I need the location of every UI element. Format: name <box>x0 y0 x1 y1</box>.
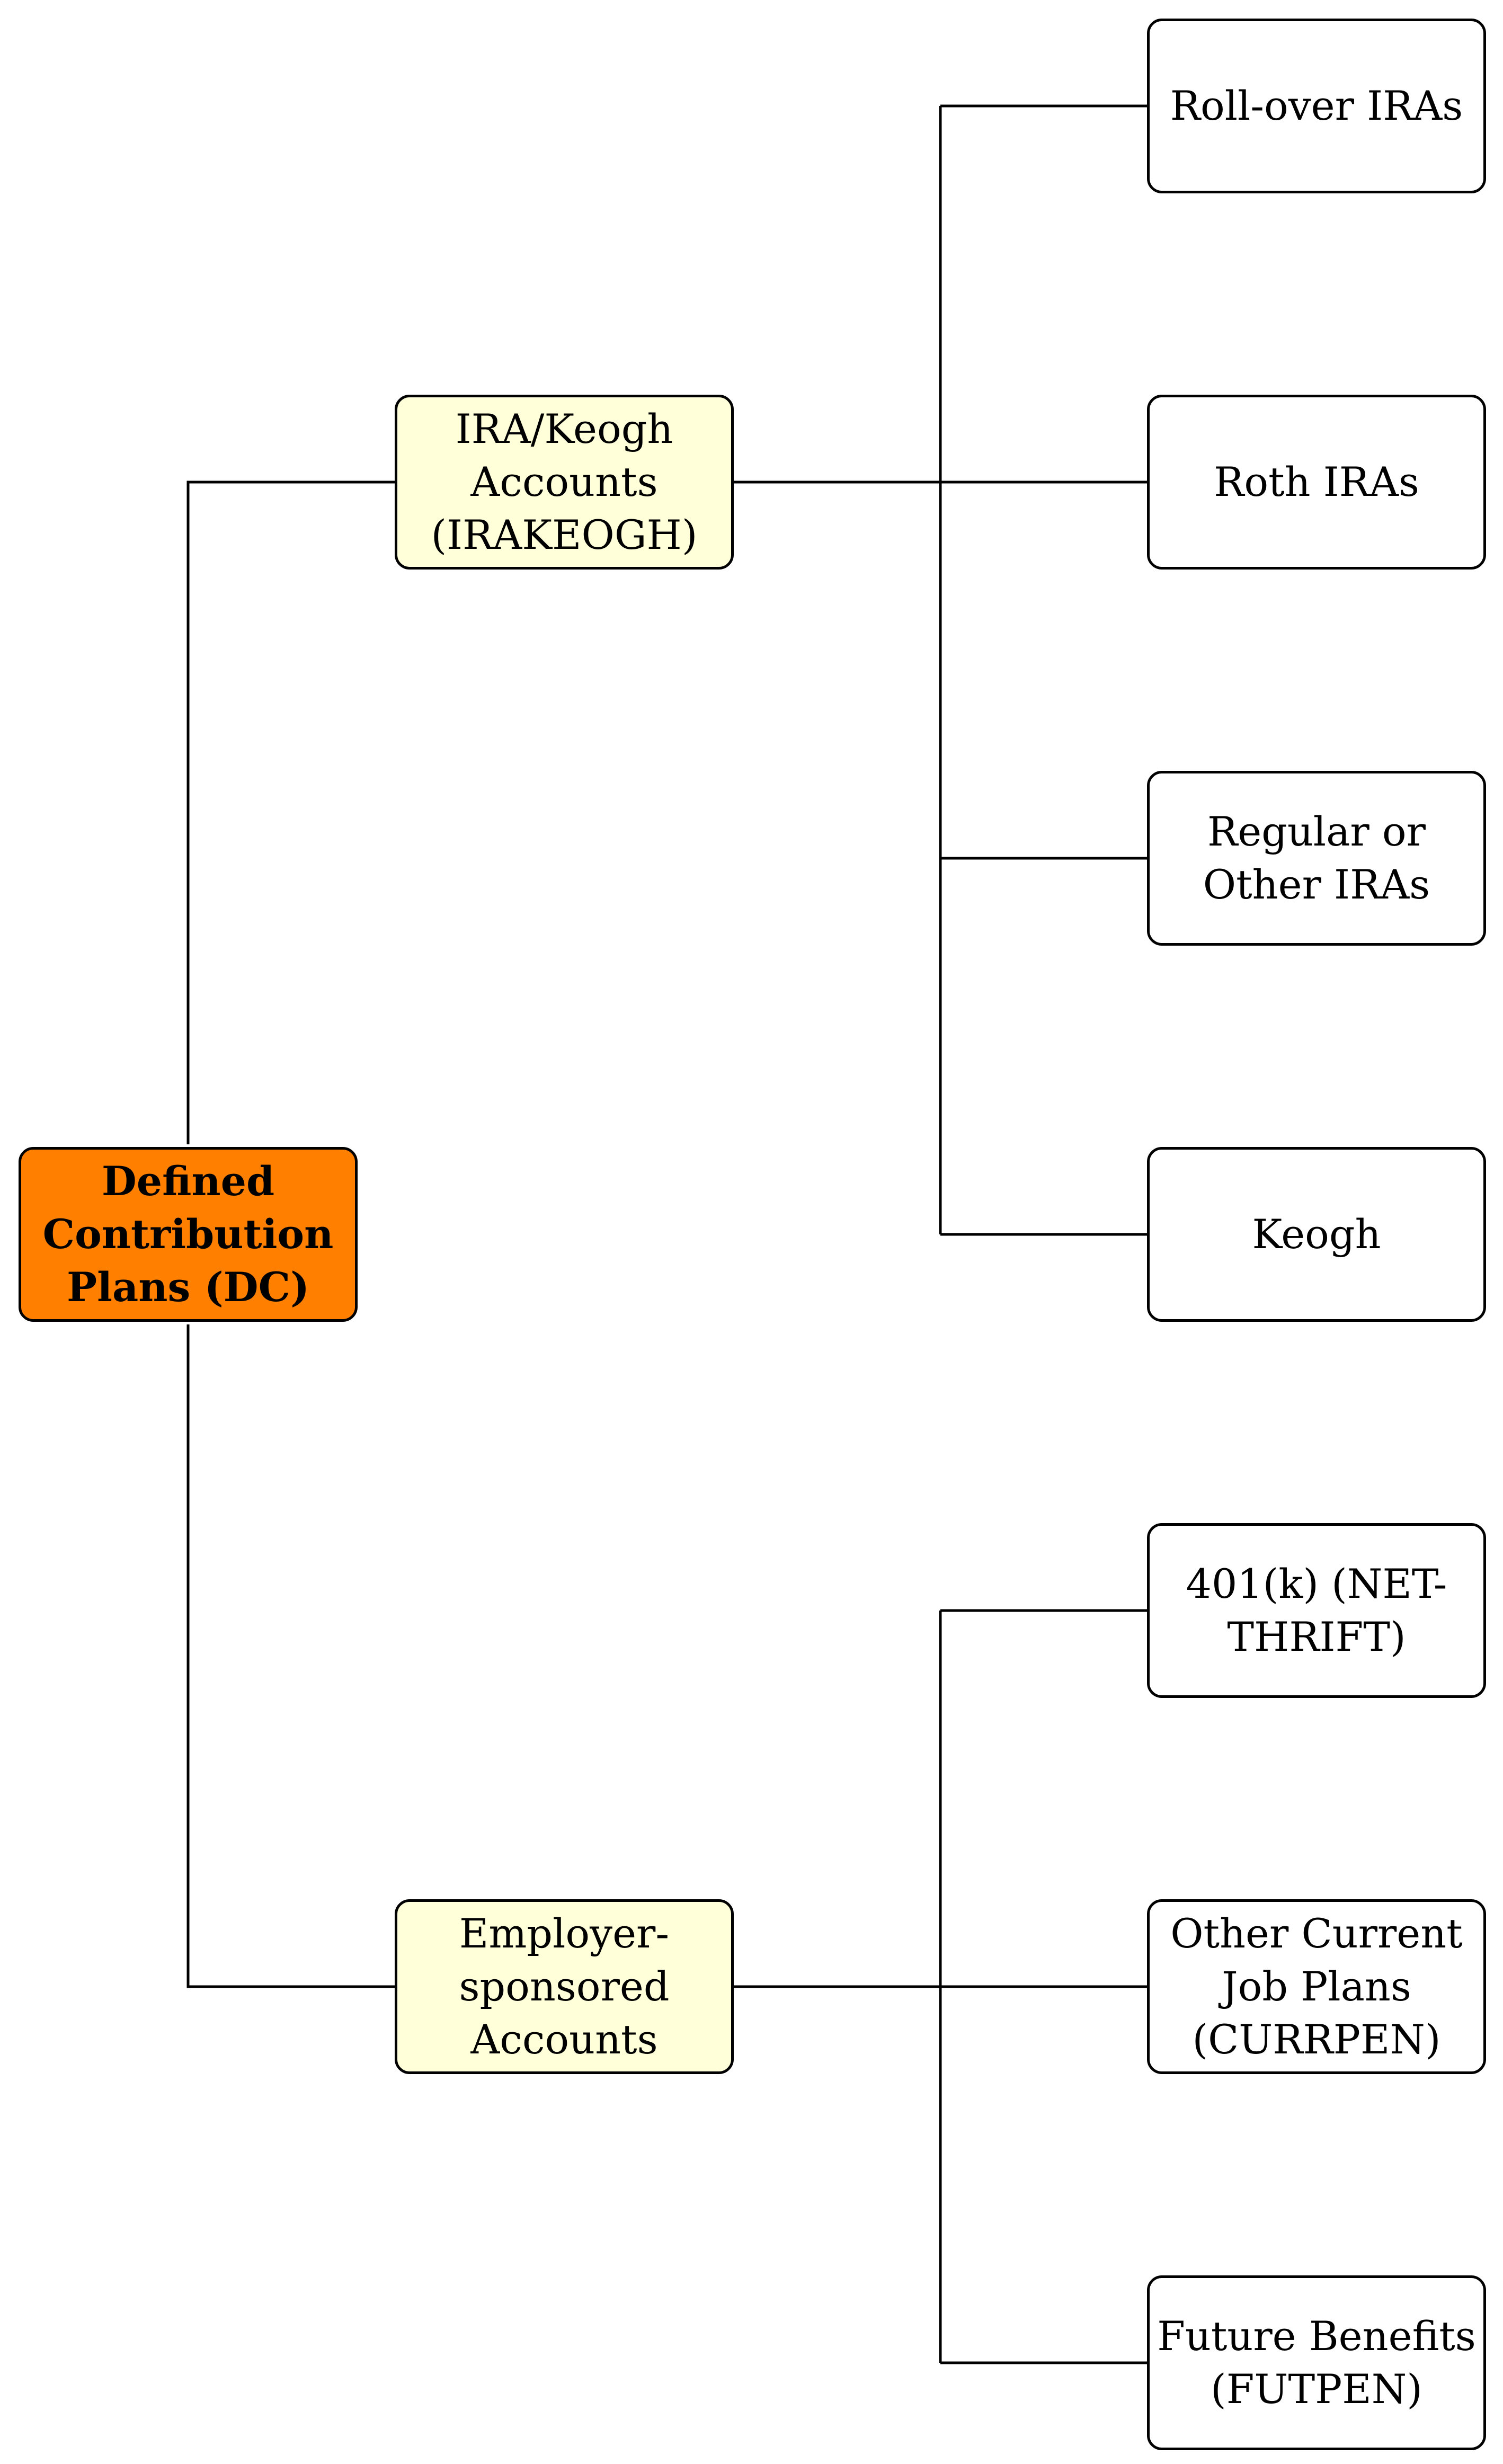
node-label: Roth IRAs <box>1214 458 1419 505</box>
node-roll-over-iras: Roll-over IRAs <box>1147 19 1486 193</box>
node-label: Employer- sponsored Accounts <box>459 1910 670 2063</box>
node-future-benefits: Future Benefits (FUTPEN) <box>1147 2275 1486 2450</box>
node-defined-contribution-plans: Defined Contribution Plans (DC) <box>19 1147 358 1322</box>
node-label: IRA/Keogh Accounts (IRAKEOGH) <box>431 405 698 558</box>
node-label: Future Benefits (FUTPEN) <box>1157 2312 1476 2413</box>
node-label: Keogh <box>1252 1211 1381 1258</box>
node-label: 401(k) (NET- THRIFT) <box>1186 1560 1447 1660</box>
node-keogh: Keogh <box>1147 1147 1486 1322</box>
node-regular-or-other-iras: Regular or Other IRAs <box>1147 771 1486 946</box>
node-label: Roll-over IRAs <box>1170 82 1463 129</box>
node-ira-keogh-accounts: IRA/Keogh Accounts (IRAKEOGH) <box>395 395 734 570</box>
node-roth-iras: Roth IRAs <box>1147 395 1486 570</box>
node-label: Other Current Job Plans (CURRPEN) <box>1170 1910 1463 2063</box>
node-label: Regular or Other IRAs <box>1203 808 1430 908</box>
edge-root-to-employer-sponsored <box>186 1324 395 1988</box>
node-employer-sponsored-accounts: Employer- sponsored Accounts <box>395 1899 734 2074</box>
node-401k-net-thrift: 401(k) (NET- THRIFT) <box>1147 1523 1486 1698</box>
node-other-current-job-plans: Other Current Job Plans (CURRPEN) <box>1147 1899 1486 2074</box>
edge-root-to-ira-keogh <box>186 481 395 1144</box>
node-label: Defined Contribution Plans (DC) <box>42 1158 334 1311</box>
